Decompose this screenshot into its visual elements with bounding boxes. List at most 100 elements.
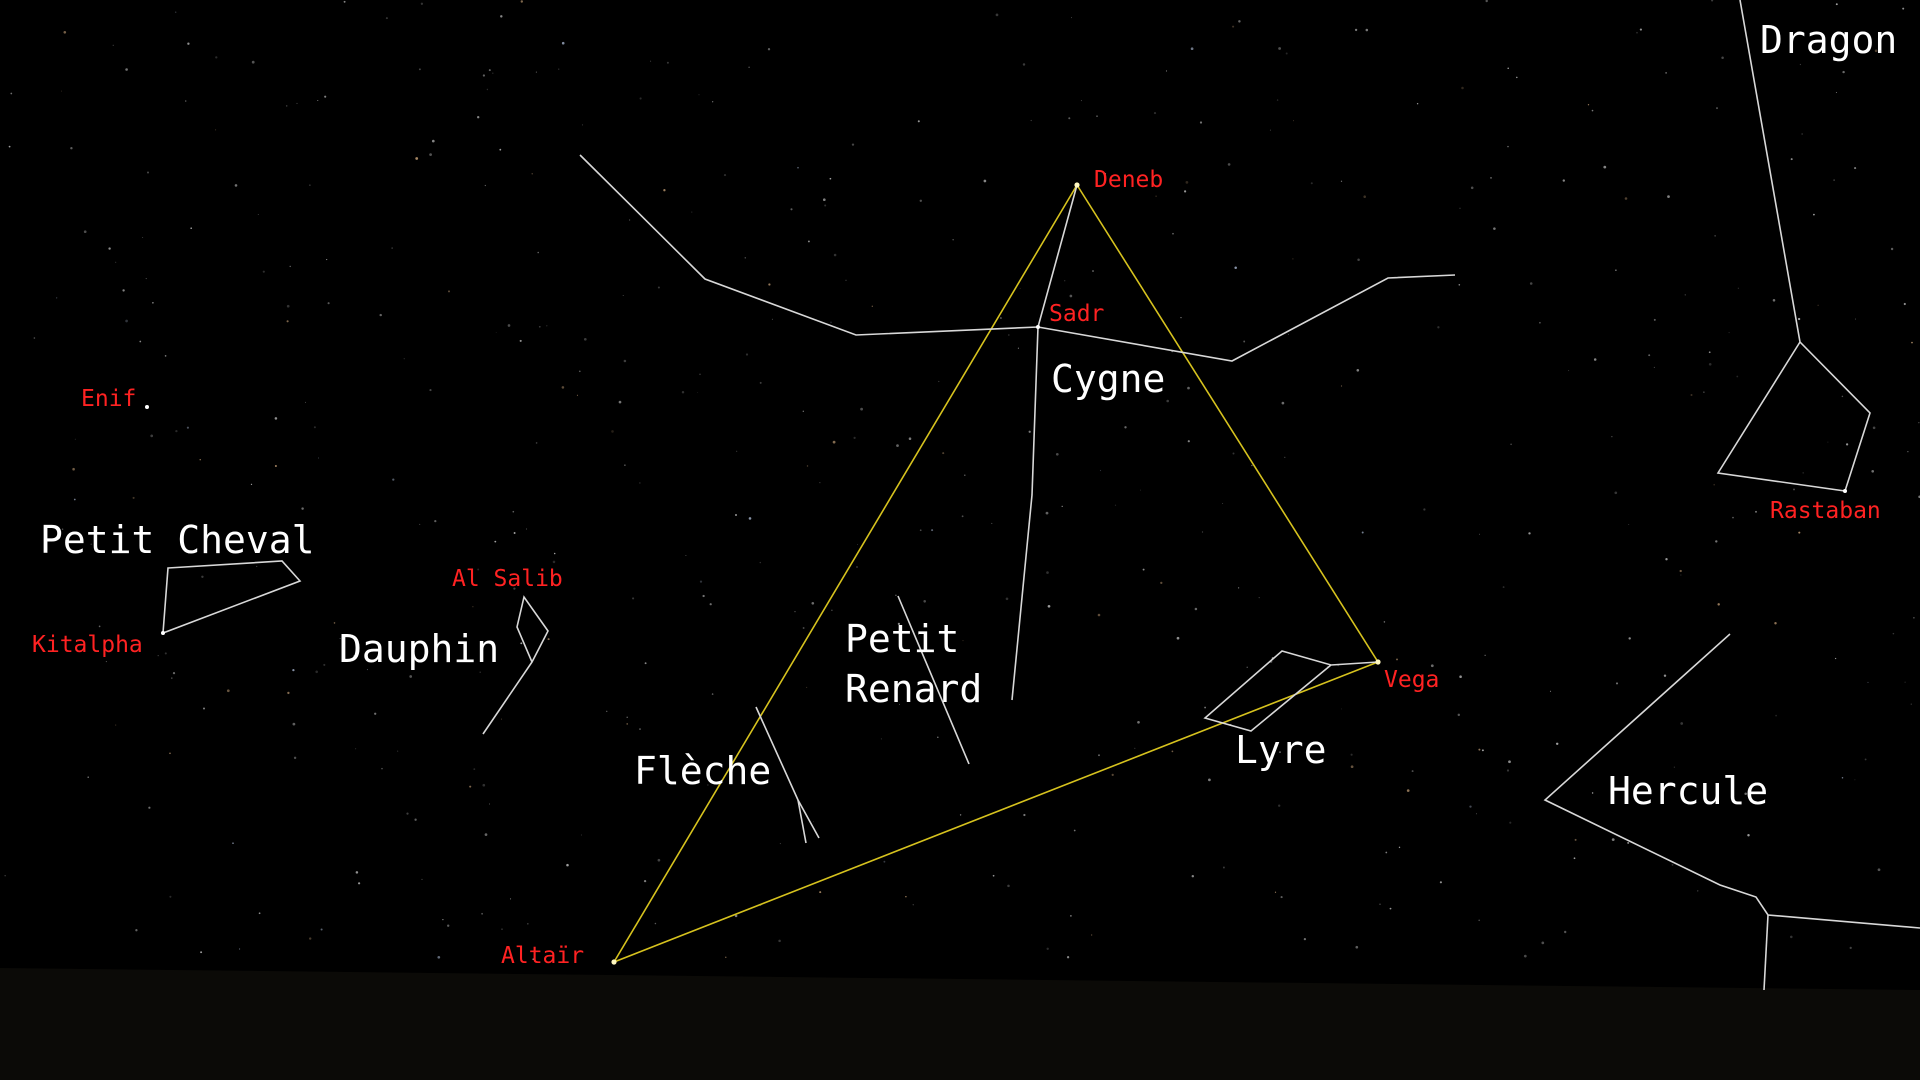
- background-star: [289, 265, 291, 268]
- background-star: [447, 924, 450, 927]
- background-star: [1874, 49, 1878, 53]
- background-star: [1232, 452, 1235, 455]
- background-star: [811, 601, 815, 605]
- background-star: [481, 912, 483, 915]
- background-star: [175, 429, 178, 433]
- background-star: [1627, 841, 1630, 844]
- background-star: [681, 390, 685, 394]
- background-star: [152, 301, 154, 304]
- background-star: [725, 956, 727, 958]
- background-star: [527, 923, 529, 925]
- background-star: [778, 939, 781, 943]
- background-star: [833, 253, 837, 257]
- background-star: [1080, 100, 1082, 102]
- background-star: [355, 748, 357, 750]
- background-star: [1064, 280, 1066, 282]
- background-star: [431, 139, 435, 143]
- background-star: [1665, 72, 1667, 74]
- background-star: [1423, 508, 1426, 511]
- background-star: [148, 806, 151, 809]
- background-star: [1845, 443, 1849, 446]
- background-star: [1798, 531, 1801, 534]
- background-star: [401, 653, 404, 657]
- background-star: [98, 625, 101, 628]
- background-star: [83, 230, 87, 234]
- background-star: [1139, 489, 1142, 491]
- background-star: [63, 31, 67, 34]
- background-star: [807, 240, 810, 243]
- background-star: [618, 400, 622, 404]
- background-star: [1716, 107, 1718, 110]
- background-star: [1385, 851, 1388, 854]
- background-star: [305, 401, 306, 403]
- background-star: [1303, 937, 1307, 941]
- background-star: [790, 208, 793, 211]
- background-star: [1176, 636, 1180, 640]
- background-star: [1484, 654, 1486, 656]
- background-star: [1573, 857, 1576, 860]
- background-star: [1493, 227, 1496, 230]
- background-star: [1918, 422, 1920, 424]
- background-star: [250, 483, 253, 486]
- background-star: [1243, 340, 1246, 343]
- background-star: [580, 834, 582, 836]
- background-star: [897, 622, 901, 626]
- background-star: [1648, 354, 1651, 357]
- background-star: [1280, 896, 1283, 899]
- background-star: [357, 882, 361, 885]
- background-star: [187, 42, 190, 45]
- background-star: [1772, 299, 1776, 302]
- background-star: [1073, 829, 1076, 832]
- background-star: [234, 184, 238, 187]
- background-star: [492, 72, 494, 74]
- background-star: [1411, 770, 1414, 773]
- background-star: [1340, 385, 1343, 387]
- background-star: [654, 922, 657, 925]
- background-star: [73, 498, 76, 501]
- background-star: [1232, 25, 1235, 28]
- background-star: [4, 875, 6, 877]
- background-star: [1104, 172, 1107, 175]
- background-star: [1396, 658, 1398, 661]
- background-star: [639, 482, 641, 484]
- background-star: [285, 105, 288, 107]
- background-star: [857, 543, 858, 545]
- background-star: [190, 227, 193, 230]
- background-star: [135, 929, 138, 932]
- background-star: [437, 955, 441, 959]
- background-star: [917, 120, 920, 123]
- background-star: [992, 874, 995, 877]
- background-star: [819, 482, 821, 484]
- background-star: [759, 561, 761, 564]
- background-star: [1801, 133, 1803, 135]
- constellation-label-dragon: Dragon: [1760, 18, 1897, 62]
- constellation-label-fleche: Flèche: [634, 749, 771, 793]
- background-star: [115, 261, 117, 263]
- background-star: [558, 68, 560, 70]
- background-star: [905, 896, 907, 898]
- background-star: [1191, 874, 1195, 878]
- background-star: [1091, 934, 1093, 936]
- background-star: [952, 239, 954, 241]
- background-star: [1007, 334, 1010, 336]
- background-star: [446, 658, 449, 661]
- background-star: [421, 878, 423, 880]
- background-star: [1187, 386, 1190, 390]
- constellation-label-cygne: Cygne: [1051, 357, 1165, 401]
- background-star: [1194, 607, 1198, 611]
- background-star: [1459, 207, 1461, 209]
- background-star: [499, 148, 502, 151]
- background-star: [699, 373, 701, 376]
- background-star: [1292, 258, 1294, 260]
- background-star: [964, 474, 966, 477]
- background-star: [1528, 532, 1531, 535]
- background-star: [871, 305, 873, 307]
- background-star: [1097, 613, 1101, 617]
- background-star: [1593, 358, 1597, 361]
- background-star: [1703, 391, 1705, 393]
- background-star: [87, 776, 89, 778]
- rastaban-point: [1843, 489, 1847, 493]
- background-star: [748, 517, 752, 520]
- background-star: [258, 912, 261, 915]
- background-star: [1007, 884, 1010, 888]
